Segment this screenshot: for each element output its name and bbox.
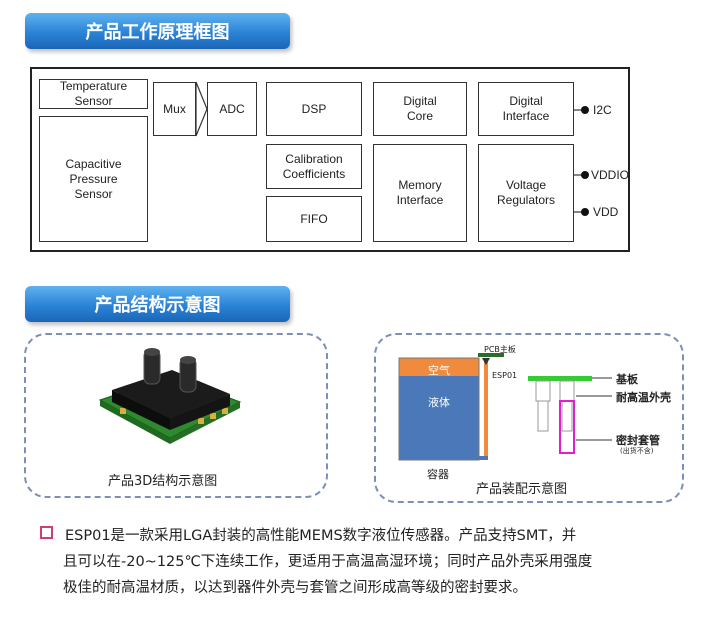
- 3d-structure-panel: [24, 333, 328, 498]
- air-label: 空气: [428, 364, 450, 377]
- adc-block: ADC: [207, 82, 257, 136]
- calibration-coefficients-block: Calibration Coefficients: [266, 144, 362, 189]
- i2c-pin-dot: [581, 106, 589, 114]
- digital-core-block: Digital Core: [373, 82, 467, 136]
- sleeve-label: 密封套管: [616, 434, 660, 447]
- memory-interface-block: Memory Interface: [373, 144, 467, 242]
- description-line-3: 极佳的耐高温材质，以达到器件外壳与套管之间形成高等级的密封要求。: [63, 580, 527, 596]
- description-line-1-text: ESP01是一款采用LGA封装的高性能MEMS数字液位传感器。产品支持SMT，并: [65, 528, 577, 544]
- section-banner-block-diagram: 产品工作原理框图: [25, 13, 290, 49]
- digital-interface-block: Digital Interface: [478, 82, 574, 136]
- sensor-3d-illustration: [98, 348, 242, 444]
- esp-label: ESP01: [492, 371, 518, 380]
- i2c-pin-label: I2C: [593, 103, 612, 117]
- dsp-block: DSP: [266, 82, 362, 136]
- mux-adc-arrow: [195, 81, 208, 137]
- vddio-pin-label: VDDIO: [591, 168, 630, 182]
- liquid-label: 液体: [428, 396, 450, 409]
- capacitive-pressure-sensor-block: Capacitive Pressure Sensor: [39, 116, 148, 242]
- product-description: ESP01是一款采用LGA封装的高性能MEMS数字液位传感器。产品支持SMT，并…: [40, 523, 660, 601]
- vddio-pin-dot: [581, 171, 589, 179]
- section-banner-structure: 产品结构示意图: [25, 286, 290, 322]
- assembly-caption: 产品装配示意图: [476, 482, 568, 497]
- container-label: 容器: [427, 468, 449, 481]
- vdd-pin-label: VDD: [593, 205, 619, 219]
- vdd-pin-dot: [581, 208, 589, 216]
- description-line-1: ESP01是一款采用LGA封装的高性能MEMS数字液位传感器。产品支持SMT，并: [40, 523, 660, 549]
- mux-block: Mux: [153, 82, 196, 136]
- assembly-panel: [374, 333, 684, 503]
- voltage-regulators-block: Voltage Regulators: [478, 144, 574, 242]
- bullet-square-icon: [40, 526, 53, 539]
- sleeve-note: (出货不含): [620, 447, 654, 455]
- block-diagram-frame: [30, 67, 630, 252]
- pcb-label: PCB主板: [484, 345, 516, 354]
- assembly-illustration: [398, 353, 612, 461]
- pin-lines: [574, 109, 584, 213]
- description-line-2: 且可以在-20~125℃下连续工作，更适用于高温高湿环境；同时产品外壳采用强度: [63, 554, 593, 570]
- housing-label: 耐高温外壳: [616, 391, 671, 404]
- fifo-block: FIFO: [266, 196, 362, 242]
- temperature-sensor-block: Temperature Sensor: [39, 79, 148, 109]
- 3d-structure-caption: 产品3D结构示意图: [108, 474, 218, 489]
- substrate-label: 基板: [616, 373, 638, 386]
